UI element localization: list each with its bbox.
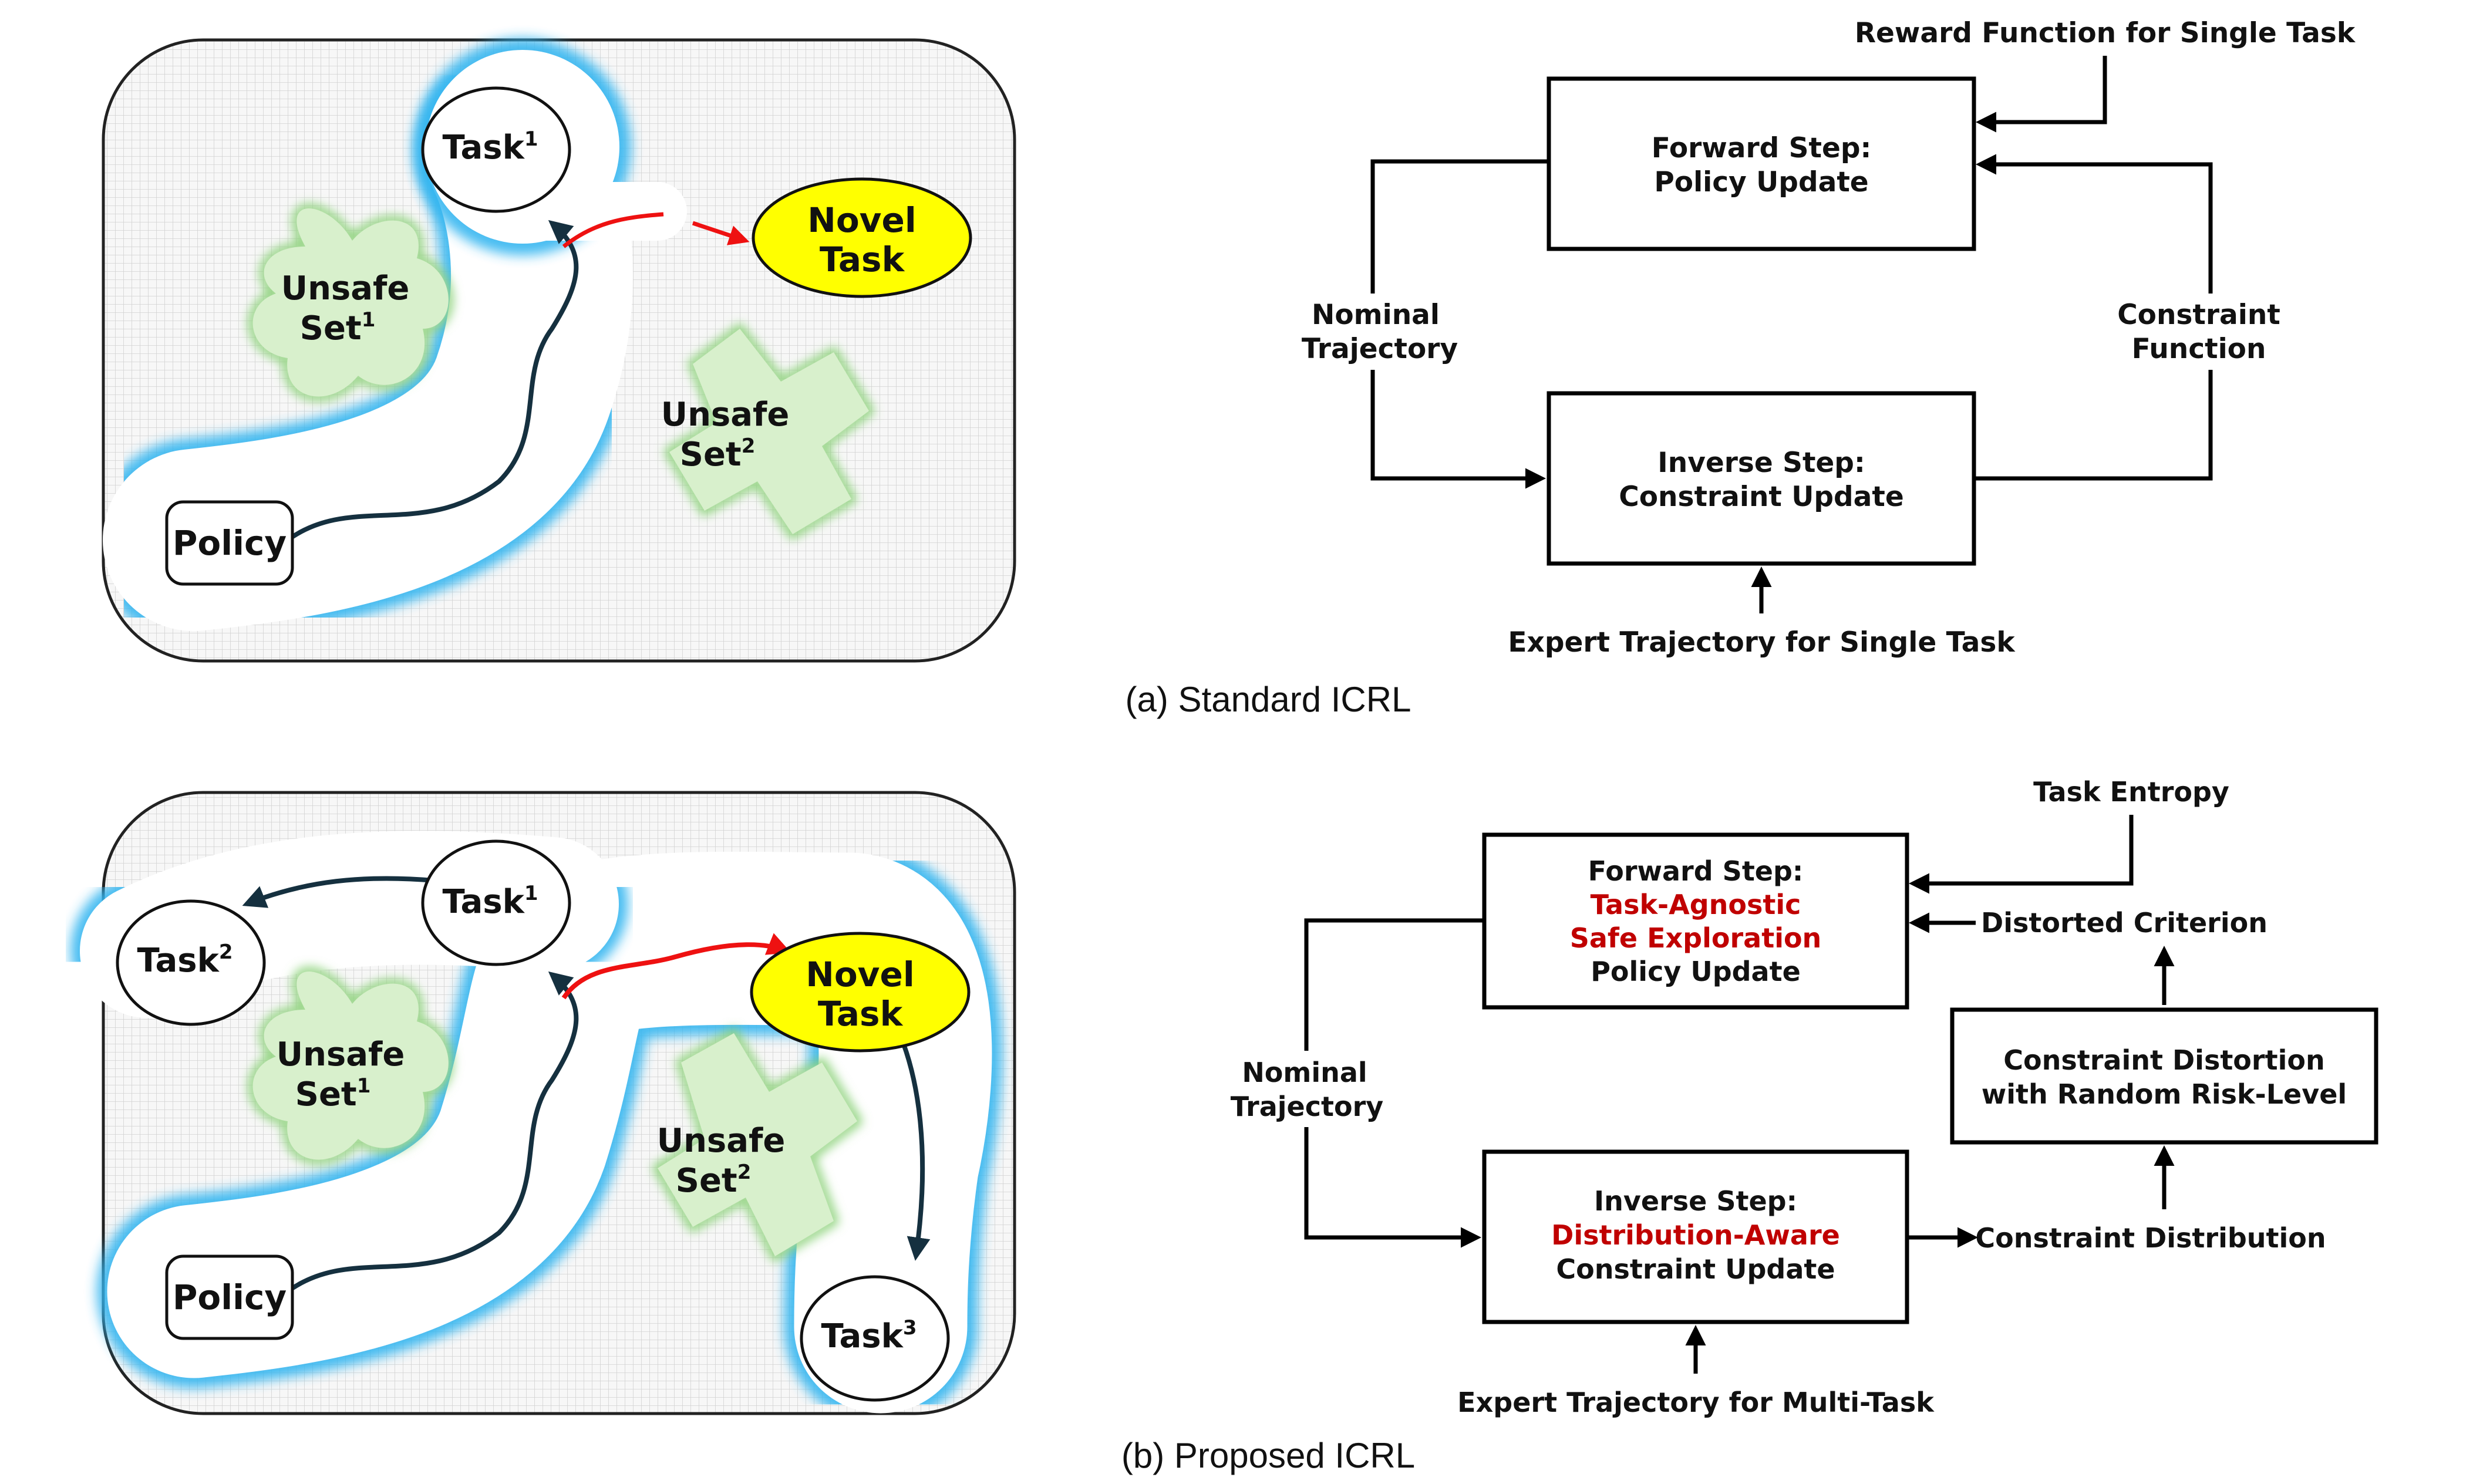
distribution-aware-label: Distribution-Aware — [1551, 1219, 1840, 1251]
task-1-label: Task1 — [442, 882, 538, 921]
task-1-node — [421, 839, 571, 966]
policy-node — [165, 500, 294, 586]
panel-b-flow: Forward Step: Task-Agnostic Safe Explora… — [1224, 776, 2378, 1418]
unsafe-set-2-line2: Set2 — [680, 434, 756, 474]
inverse-step-title: Inverse Step: — [1657, 447, 1865, 479]
unsafe-set-1-line2: Set1 — [295, 1074, 371, 1114]
task-1-node — [421, 86, 571, 213]
trajectory-to-task-2 — [242, 876, 435, 908]
unsafe-set-2-line1: Unsafe — [657, 1122, 786, 1160]
forward-step-title: Forward Step: — [1652, 132, 1872, 164]
nominal-trajectory-line2: Trajectory — [1302, 333, 1458, 365]
policy-update-label: Policy Update — [1591, 956, 1801, 987]
distorted-criterion-label: Distorted Criterion — [1981, 907, 2268, 939]
task-3-label: Task3 — [821, 1316, 917, 1355]
task-1-label: Task1 — [442, 127, 538, 167]
constraint-distortion-box — [1950, 1007, 2378, 1145]
unsafe-set-2-line2: Set2 — [676, 1161, 752, 1200]
policy-label: Policy — [173, 1277, 287, 1317]
unsafe-set-2-fill — [658, 1033, 857, 1256]
expert-label: Expert Trajectory for Single Task — [1508, 626, 2016, 659]
task-2-node — [116, 899, 266, 1026]
novel-task-line2: Task — [818, 994, 904, 1034]
unsafe-set-2-line1: Unsafe — [661, 396, 790, 434]
forward-step-title: Forward Step: — [1588, 855, 1804, 887]
unsafe-set-1-fill — [252, 972, 449, 1160]
nominal-trajectory-line1: Nominal — [1312, 299, 1440, 331]
constraint-distribution-label: Constraint Distribution — [1975, 1222, 2326, 1254]
safe-exploration-label: Safe Exploration — [1570, 922, 1822, 954]
constraint-function-line2: Function — [2132, 333, 2266, 365]
inverse-step-box — [1482, 1149, 1909, 1324]
novel-task-node — [750, 932, 971, 1053]
task-entropy-label: Task Entropy — [2033, 776, 2229, 808]
nominal-label-bg — [1224, 1051, 1400, 1127]
red-arrow — [692, 221, 750, 245]
unsafe-set-2-fill — [669, 329, 869, 534]
unsafe-set-1-line1: Unsafe — [277, 1036, 405, 1074]
unsafe-set-1-line1: Unsafe — [281, 269, 410, 308]
forward-step-subtitle: Policy Update — [1654, 166, 1868, 198]
nominal-label-bg — [1292, 294, 1468, 370]
reward-label: Reward Function for Single Task — [1855, 17, 2356, 49]
constraint-distortion-line1: Constraint Distortion — [2003, 1044, 2324, 1076]
constraint-update-label: Constraint Update — [1556, 1253, 1835, 1285]
constraint-distortion-line2: with Random Risk-Level — [1982, 1078, 2347, 1110]
task-3-node — [800, 1275, 950, 1402]
novel-task-node — [752, 177, 972, 298]
constraint-function-line1: Constraint — [2117, 299, 2280, 331]
task-agnostic-label: Task-Agnostic — [1591, 889, 1801, 920]
caption-a: (a) Standard ICRL — [1126, 680, 1411, 719]
nominal-trajectory-line1: Nominal — [1242, 1057, 1367, 1088]
task-2-label: Task2 — [137, 940, 233, 980]
forward-step-box — [1547, 76, 1976, 251]
policy-label: Policy — [173, 523, 287, 563]
red-path — [561, 933, 791, 1000]
panel-a-flow: Forward Step: Policy Update Inverse Step… — [1292, 17, 2356, 659]
novel-task-line1: Novel — [806, 955, 914, 994]
policy-node — [165, 1254, 294, 1340]
unsafe-set-1-line2: Set1 — [300, 308, 376, 348]
expert-label: Expert Trajectory for Multi-Task — [1457, 1387, 1935, 1418]
novel-task-line1: Novel — [807, 200, 916, 240]
forward-step-box — [1482, 832, 1909, 1010]
panel-b-map: Task1 Task2 Task3 Novel Task Policy Unsa… — [70, 791, 1016, 1424]
constraint-label-bg — [2120, 294, 2302, 370]
nominal-trajectory-line2: Trajectory — [1231, 1091, 1384, 1122]
inverse-step-title: Inverse Step: — [1594, 1185, 1797, 1217]
caption-b: (b) Proposed ICRL — [1121, 1436, 1415, 1475]
task-entropy-arrow — [1909, 815, 2134, 894]
novel-task-line2: Task — [820, 240, 905, 279]
inverse-step-subtitle: Constraint Update — [1619, 481, 1904, 513]
red-path — [562, 212, 664, 248]
panel-a-map: Task1 Novel Task Policy Unsafe Set1 Unsa… — [92, 38, 1016, 663]
trajectory-path — [286, 971, 579, 1294]
reward-arrow — [1976, 56, 2107, 133]
trajectory-path — [286, 220, 579, 542]
inverse-step-box — [1547, 391, 1976, 566]
unsafe-set-1-fill — [252, 208, 449, 397]
